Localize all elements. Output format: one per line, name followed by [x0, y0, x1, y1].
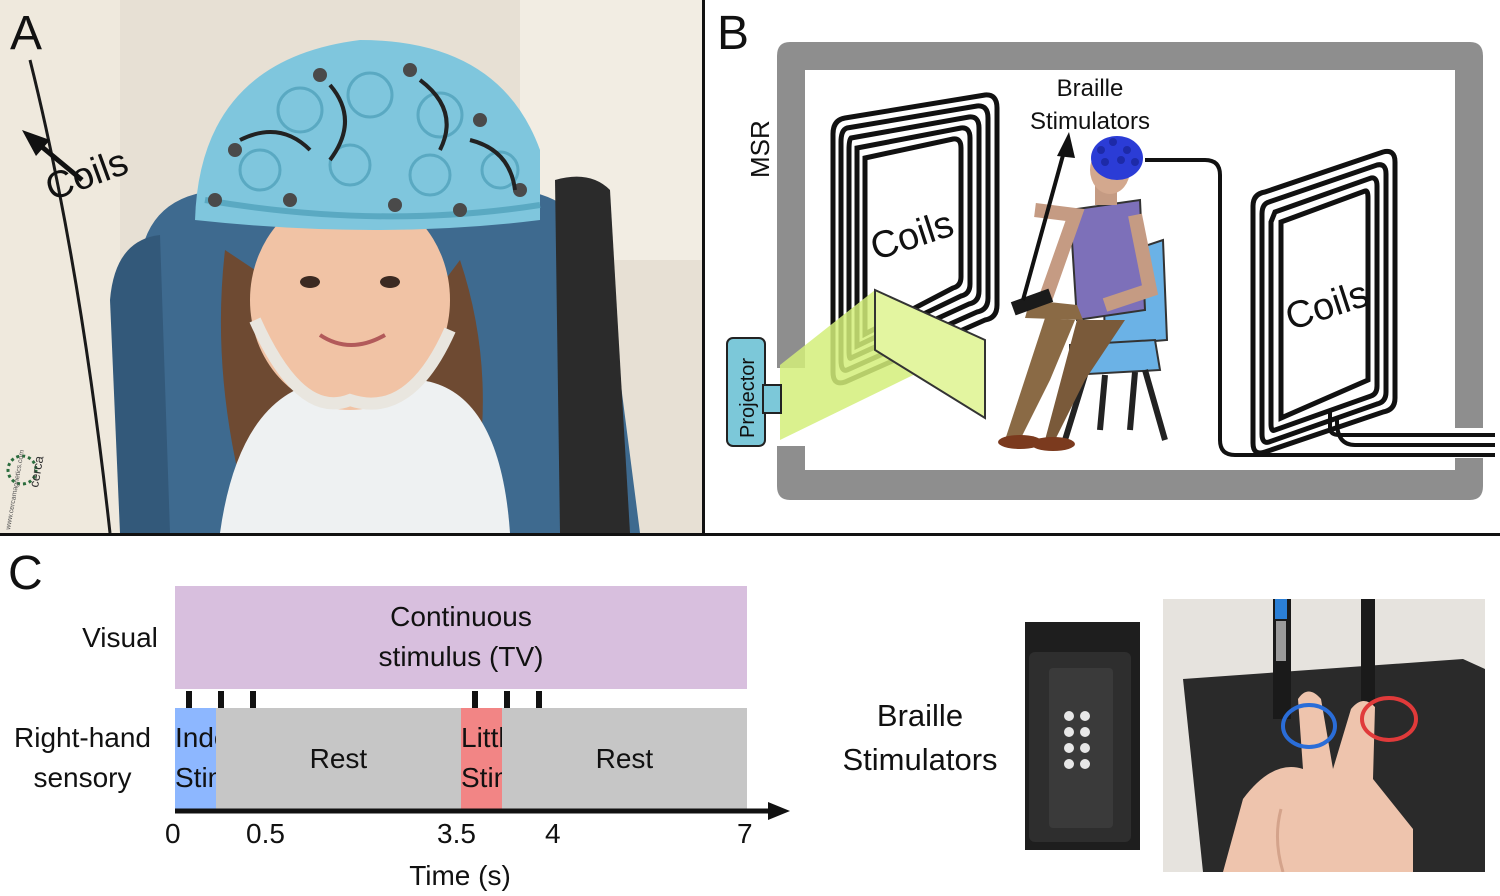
- svg-text:cerca: cerca: [26, 454, 46, 489]
- time-axis-label: Time (s): [409, 860, 511, 891]
- rest-block-1: Rest: [215, 708, 461, 810]
- hand-on-stimulators-photo: [1163, 599, 1485, 872]
- index-finger-circle: [1281, 703, 1337, 749]
- panel-letter-c: C: [8, 547, 43, 600]
- little-stim-label: Little Stim: [461, 722, 521, 793]
- panel-b-diagram: B MSR Braille Stimulators Coils Coils Pr…: [705, 0, 1500, 533]
- rest-block-2: Rest: [501, 708, 747, 810]
- stim-tick: [504, 691, 510, 708]
- panel-a-photo: cerca www.cercamagnetics.com A Coils: [0, 0, 705, 533]
- panel-letter-b: B: [717, 7, 750, 60]
- stim-tick: [218, 691, 224, 708]
- time-tick-7: 7: [737, 818, 753, 849]
- stim-tick: [472, 691, 478, 708]
- projector-label: Projector: [737, 357, 759, 438]
- time-tick-0-5: 0.5: [246, 818, 285, 849]
- rest-label-2: Rest: [595, 743, 654, 774]
- stim-tick: [250, 691, 256, 708]
- panel-letter-a: A: [10, 7, 43, 60]
- little-finger-circle: [1360, 696, 1418, 742]
- visual-block-text: Continuous stimulus (TV): [378, 601, 544, 672]
- visual-row-label: Visual: [82, 622, 158, 653]
- index-stim-block: Index Stim: [175, 708, 244, 810]
- sensory-timeline: Index Stim Rest Little Stim Rest: [175, 708, 747, 810]
- seated-person: [998, 136, 1169, 451]
- panel-divider: [0, 533, 1500, 536]
- braille-stimulators-label-b: Braille Stimulators: [1029, 75, 1151, 135]
- msr-setup-diagram: [726, 42, 1495, 500]
- index-stim-label: Index Stim: [175, 722, 244, 793]
- time-tick-3-5: 3.5: [437, 818, 476, 849]
- braille-device-image: [1025, 622, 1140, 850]
- time-tick-0: 0: [165, 818, 181, 849]
- msr-label: MSR: [745, 120, 775, 178]
- time-tick-4: 4: [545, 818, 561, 849]
- stim-tick: [536, 691, 542, 708]
- little-stim-block: Little Stim: [461, 708, 521, 810]
- rest-label-1: Rest: [309, 743, 368, 774]
- braille-stimulators-label-c: Braille Stimulators: [842, 698, 998, 777]
- visual-stimulus-block: Continuous stimulus (TV): [175, 586, 747, 689]
- panel-c-timeline: C Visual Right-hand sensory Continuous s…: [0, 536, 1500, 896]
- sensory-row-label: Right-hand sensory: [14, 722, 151, 793]
- helmet-photo-illustration: cerca www.cercamagnetics.com: [0, 0, 702, 533]
- stim-tick: [186, 691, 192, 708]
- time-axis: [175, 802, 790, 820]
